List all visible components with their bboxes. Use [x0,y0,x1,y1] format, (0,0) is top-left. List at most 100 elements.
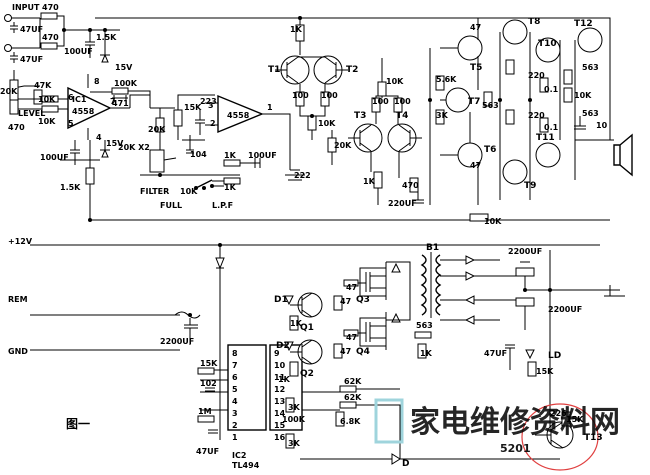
label-2200uf-b: 2200UF [508,247,542,256]
resistor-470-b [40,42,58,50]
label-pin-2: 2 [210,119,216,128]
input-jack-left[interactable] [4,14,12,22]
speaker [613,133,633,177]
label-d2: D2 [276,341,290,351]
rectifier-diode-2 [465,271,476,281]
label-opamp2-part: 4558 [227,111,250,120]
ic2-pin-4: 4 [232,397,238,406]
ic2-pin-13: 13 [274,397,285,406]
label-t4: T4 [396,111,408,121]
annotation-circle-t13 [521,403,599,471]
label-input: INPUT [12,3,40,12]
label-62k-a: 62K [344,377,362,386]
label-15v-b: 15V [106,139,124,148]
label-1k-a: 1K [224,151,237,160]
input-jack-right[interactable] [4,44,12,52]
label-20k-b: 20K [148,125,166,134]
label-102: 102 [200,379,217,388]
label-20k-c: 20K [334,141,352,150]
label-b1: B1 [426,243,439,253]
label-1.5k-b: 1.5K [60,183,81,192]
label-471: 471 [112,99,129,108]
label-ic1: IC1 [72,95,87,104]
diode-d [391,453,401,465]
resistor-220-b [505,109,515,125]
resistor-47-b [333,343,343,359]
resistor-3k-b [285,397,295,413]
resistor-1k-q1 [289,315,299,331]
ic2-pin-10: 10 [274,361,286,370]
resistor-1k-c [373,171,383,189]
label-220-a: 220 [528,71,545,80]
mosfet-q4 [359,317,387,347]
label-100-a: 100 [292,91,309,100]
label-100-b: 100 [321,91,338,100]
label-223: 223 [200,97,217,106]
label-10k-d: 10K [318,119,336,128]
label-0.1-b: 0.1 [544,123,559,132]
ic2-pin-16: 16 [274,433,286,442]
resistor-1.5k-b [85,167,95,185]
label-1.5k-a: 1.5K [96,33,117,42]
label-15k-ic2: 15K [200,359,218,368]
label-pin-8: 8 [94,77,100,86]
resistor-10k-c [307,115,317,131]
label-1k-top: 1K [290,25,303,34]
label-563-d: 563 [416,321,433,330]
ic2-pin-3: 3 [232,409,238,418]
ic2-pin-7: 7 [232,361,238,370]
capacitor-2200uf-b [515,297,535,307]
resistor-220-a [505,59,515,75]
resistor-0.1-a [539,77,549,93]
resistor-62k-a [339,385,357,393]
label-100k-b: 100K [282,415,306,424]
label-t3: T3 [354,111,366,121]
label-15k: 15K [184,103,202,112]
filter-switch-contact-2[interactable] [202,186,206,190]
label-pin-7: 7 [110,97,116,106]
label-15k-ld: 15K [536,367,554,376]
label-t12: T12 [574,19,593,29]
label-563-a: 563 [482,101,499,110]
watermark: 家电维修资料网 5201 [374,398,620,455]
ic2-pin-14: 14 [274,409,286,418]
rectifier-diode-3 [464,295,475,305]
filter-section [140,94,305,190]
label-47-a: 47 [346,283,357,292]
label-1k-q1: 1K [290,319,303,328]
ic2-pin-1: 1 [232,433,238,442]
junctions [62,16,552,317]
ic2-pin-15: 15 [274,421,286,430]
ic1-opamp [67,86,112,130]
label-563-b: 563 [582,63,599,72]
ic2-pin-2: 2 [232,421,238,430]
label-470-a: 470 [42,3,59,12]
label-12v: +12V [8,237,33,246]
label-full: FULL [160,201,182,210]
resistor-15k-t13 [561,411,571,427]
label-1m: 1M [198,407,212,416]
label-t13: T13 [584,433,603,443]
watermark-logo [374,398,404,444]
figure-label: 图一 [66,417,90,431]
power-amp-section [95,17,633,222]
label-pin-1: 1 [267,103,273,112]
label-ic2-part: TL494 [232,461,260,470]
label-ic2: IC2 [232,451,246,460]
label-47-b: 47 [340,297,351,306]
label-t9: T9 [524,181,536,191]
label-q4: Q4 [356,347,370,357]
filter-switch-lever[interactable] [195,179,213,189]
dual-pot-20k-x2[interactable] [149,149,165,173]
label-t2: T2 [346,65,358,75]
capacitor-2200uf-a [515,267,535,277]
resistor-100k-a [111,87,129,95]
label-d: D [402,459,409,469]
label-0.1-a: 0.1 [544,85,559,94]
ic2-tl494 [227,344,267,431]
label-20k-a: 20K [0,87,18,96]
resistor-10k-f [469,213,489,222]
ic2-pin-5: 5 [232,385,238,394]
